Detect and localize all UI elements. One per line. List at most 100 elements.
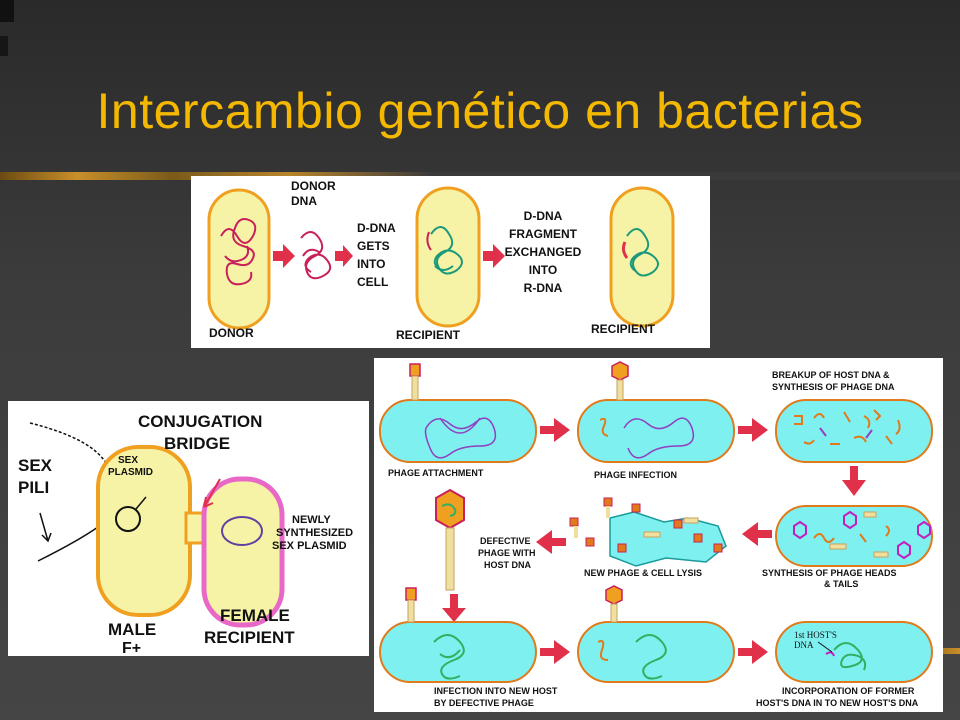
defective-line2: PHAGE WITH [478, 548, 536, 558]
former-host-segment [825, 651, 835, 657]
recipient-label-1: RECIPIENT [396, 328, 461, 342]
donor-label: DONOR [209, 326, 254, 340]
host-dna-new-cell [433, 634, 465, 680]
donor-dna-line2: DNA [291, 194, 317, 208]
donor-dna [220, 218, 257, 286]
exchange-line5: R-DNA [524, 281, 563, 295]
male-plasmid [115, 506, 141, 532]
corner-mark-lower [0, 36, 8, 56]
recipient-label-2: RECIPIENT [591, 322, 656, 336]
new-host-dna [635, 634, 667, 680]
dna-fragments [794, 409, 901, 445]
arrow-8-9 [738, 640, 768, 664]
gets-line4: CELL [357, 275, 388, 289]
donor-dna-line1: DONOR [291, 179, 336, 193]
gets-line3: INTO [357, 257, 385, 271]
phage-dna-copies [813, 525, 890, 543]
newly-line2: SYNTHESIZED [276, 527, 353, 539]
arrow-into-cell [335, 245, 353, 267]
transduction-svg: PHAGE ATTACHMENT PHAGE INFECTION BREAKUP… [374, 358, 943, 712]
defective-line1: DEFECTIVE [480, 536, 531, 546]
bridge-line1: CONJUGATION [138, 412, 262, 431]
phage-injecting-icon [605, 585, 623, 623]
donor-fragment-in-recipient [426, 231, 432, 251]
gets-line2: GETS [357, 239, 390, 253]
bridge-line2: BRIDGE [164, 434, 230, 453]
cell-synthesis [775, 505, 933, 567]
exchange-line4: INTO [529, 263, 557, 277]
corner-mark [0, 0, 14, 22]
injected-host-dna [597, 640, 609, 661]
phage-dna-injected [599, 417, 609, 437]
transduction-diagram: PHAGE ATTACHMENT PHAGE INFECTION BREAKUP… [374, 358, 943, 712]
cell-attachment [379, 399, 537, 463]
newly-line3: SEX PLASMID [272, 540, 347, 552]
plasmid-pointer [135, 496, 147, 510]
cell-incorporated [775, 621, 933, 683]
male-line2: F+ [122, 640, 141, 656]
released-phages [569, 497, 723, 553]
newly-line1: NEWLY [292, 514, 331, 526]
recombined-dna [626, 228, 659, 277]
host-fragments [819, 427, 873, 439]
defective-phage-icon [435, 488, 465, 591]
phage-infection-label: PHAGE INFECTION [594, 470, 677, 480]
defective-line3: HOST DNA [484, 560, 532, 570]
exchanged-fragment [621, 241, 629, 259]
gets-line1: D-DNA [357, 221, 396, 235]
breakup-line1: BREAKUP OF HOST DNA & [772, 370, 890, 380]
cell-injected [577, 621, 735, 683]
transformation-svg: DONOR DNA D-DNA GETS INTO CELL D-DNA FRA… [191, 176, 710, 348]
pili-pointer [39, 512, 52, 543]
female-cell [201, 476, 285, 628]
female-line1: FEMALE [220, 606, 290, 625]
donor-cell [207, 188, 271, 330]
host-dna-1 [424, 417, 497, 459]
recombinant-dna [833, 642, 867, 671]
breakup-line2: SYNTHESIS OF PHAGE DNA [772, 382, 895, 392]
host-dna-2 [623, 417, 695, 459]
first-host-pointer [817, 641, 833, 653]
sex-plasmid-line1: SEX [118, 455, 138, 466]
arrow-3-4 [842, 466, 866, 496]
phage-infection-icon [611, 361, 629, 401]
exchange-line1: D-DNA [524, 209, 563, 223]
recipient-cell-2 [609, 186, 675, 328]
phage-attachment-icon [409, 363, 421, 401]
new-phage-heads [793, 510, 931, 560]
conjugation-svg: SEX PILI SEX PLASMID CONJUGATION BRIDGE … [8, 401, 369, 656]
incorporation-line2: HOST'S DNA IN TO NEW HOST'S DNA [756, 698, 919, 708]
sex-pili-lower [37, 526, 99, 562]
male-line1: MALE [108, 620, 156, 639]
phage-attachment-label: PHAGE ATTACHMENT [388, 468, 484, 478]
female-plasmid [221, 516, 263, 546]
first-host-line2: DNA [794, 640, 814, 650]
cell-breakup [775, 399, 933, 463]
transformation-diagram: DONOR DNA D-DNA GETS INTO CELL D-DNA FRA… [191, 176, 710, 348]
sex-pili-upper [29, 422, 111, 470]
bridge-pointer [203, 478, 221, 508]
arrow-exchange [483, 244, 505, 268]
exchange-line2: FRAGMENT [509, 227, 578, 241]
synthesis-line2: & TAILS [824, 579, 858, 589]
first-host-line1: 1st HOST'S [794, 630, 837, 640]
conjugation-diagram: SEX PILI SEX PLASMID CONJUGATION BRIDGE … [8, 401, 369, 656]
sex-pili-line1: SEX [18, 456, 53, 475]
sex-plasmid-line2: PLASMID [108, 467, 153, 478]
defective-phage-attached [405, 587, 417, 623]
cell-infection [577, 399, 735, 463]
infection-new-host-line1: INFECTION INTO NEW HOST [434, 686, 558, 696]
arrow-6-7 [442, 594, 466, 622]
arrow-4-5 [742, 522, 772, 546]
arrow-7-8 [540, 640, 570, 664]
recipient-cell-1 [415, 186, 481, 328]
sex-pili-line2: PILI [18, 478, 49, 497]
exchange-line3: EXCHANGED [505, 245, 582, 259]
arrow-2-3 [738, 418, 768, 442]
infection-new-host-line2: BY DEFECTIVE PHAGE [434, 698, 534, 708]
free-donor-dna [300, 231, 332, 280]
incorporation-line1: INCORPORATION OF FORMER [782, 686, 915, 696]
lysed-cell [609, 511, 727, 567]
recipient-dna-1 [430, 226, 463, 275]
new-phage-lysis-label: NEW PHAGE & CELL LYSIS [584, 568, 702, 578]
